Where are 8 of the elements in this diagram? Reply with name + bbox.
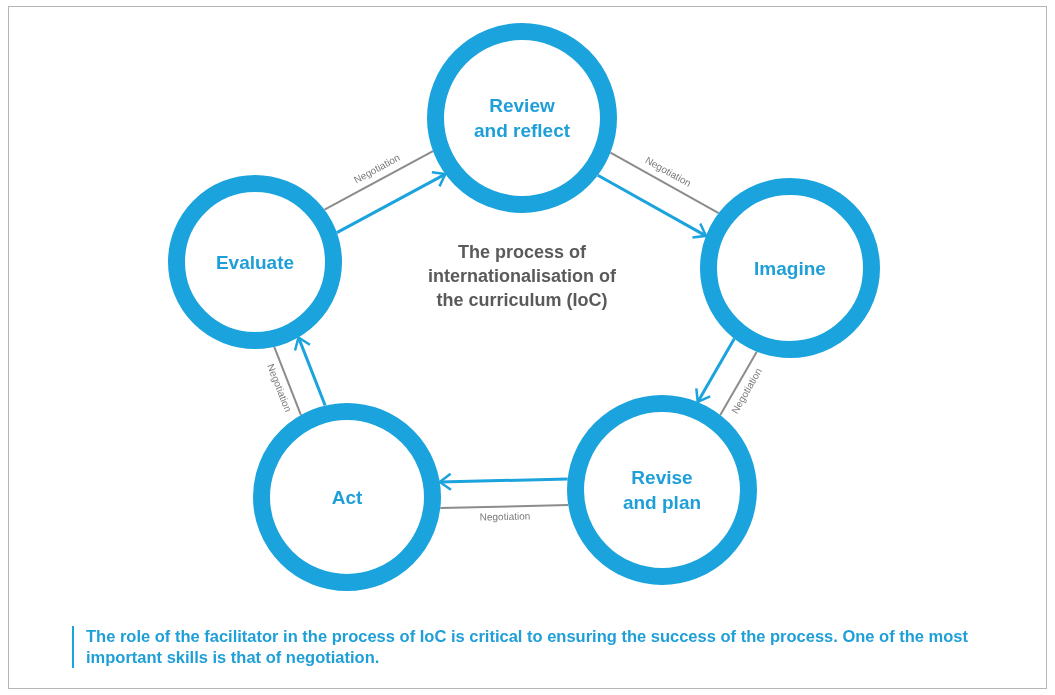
edge-label: Negotiation bbox=[479, 511, 531, 524]
caption: The role of the facilitator in the process of IoC is critical to ensuring the success of the process. One of the most important skills is that of negotiation. bbox=[86, 626, 969, 668]
stage-label: Evaluate bbox=[215, 250, 295, 275]
stage-label: Imagine bbox=[754, 256, 826, 281]
stage-label: Act bbox=[331, 485, 363, 510]
stage-label: Revise and plan bbox=[621, 466, 703, 515]
center-title: The process of internationalisation of the curriculum (IoC) bbox=[427, 241, 617, 312]
stage-label: Review and reflect bbox=[472, 94, 572, 143]
